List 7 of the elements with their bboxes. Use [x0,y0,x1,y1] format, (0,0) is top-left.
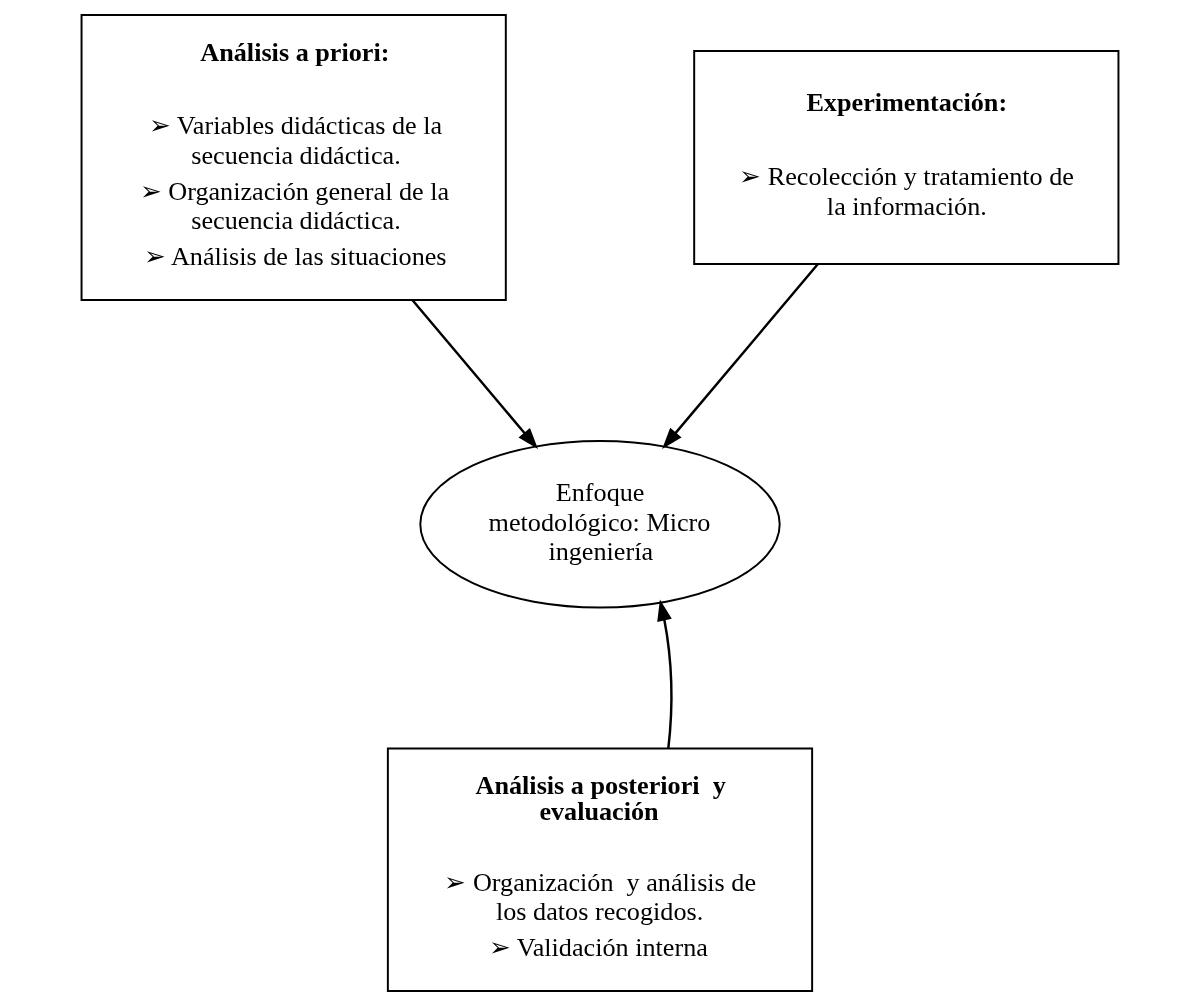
node-box: Análisis a posteriori y evaluación ➢ Organización y análisis de los datos recogidos. ➢ Validación interna [386,747,813,992]
arrow [656,599,672,749]
node-ellipse: Enfoque metodológico: Micro ingeniería [418,440,781,609]
arrow [411,299,538,450]
node-box: Experimentación: ➢ Recolección y tratamiento de la información. [692,50,1119,265]
node-box: Análisis a priori: ➢ Variables didácticas de la secuencia didáctica. ➢ Organización general de la secuencia didáctica. ➢ Análisis de las situaciones [80,14,507,301]
arrow [661,263,819,449]
